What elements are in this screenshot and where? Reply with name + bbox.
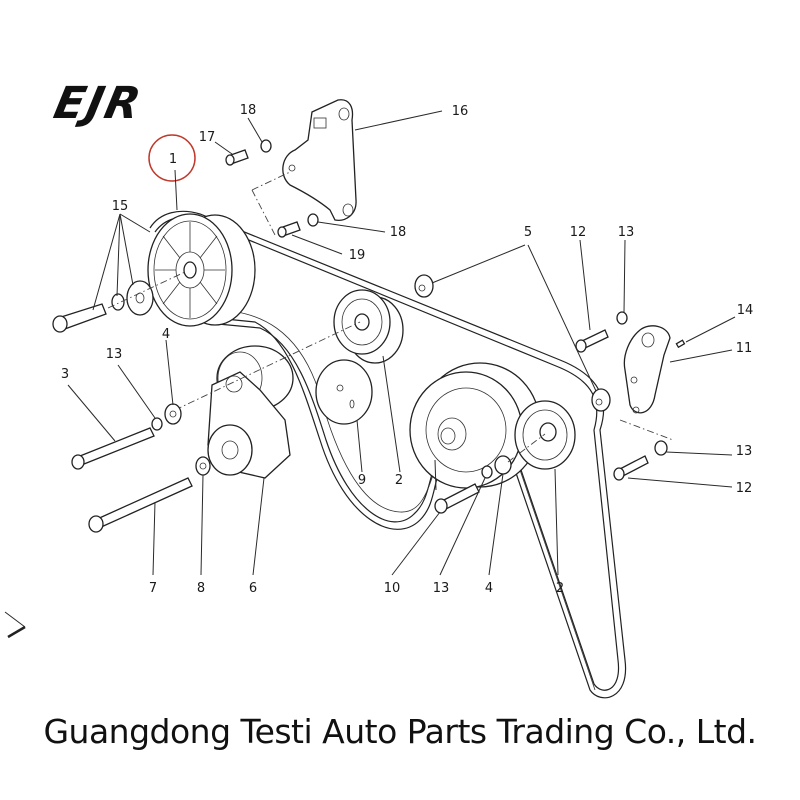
callout-18-bottom: 18 xyxy=(390,225,407,240)
lower-idler-hardware xyxy=(434,433,546,514)
spacers xyxy=(414,274,611,412)
leader-lines xyxy=(67,110,736,576)
callout-3: 3 xyxy=(61,367,69,382)
callout-2-lower: 2 xyxy=(556,581,564,596)
callout-labels: 1 15 17 18 16 18 19 5 12 13 14 11 13 12 … xyxy=(61,103,753,596)
callout-4-left: 4 xyxy=(162,327,170,342)
callout-6: 6 xyxy=(249,581,257,596)
idler-bracket-fasteners xyxy=(575,311,674,481)
belt-tensioner xyxy=(174,321,361,479)
callout-15: 15 xyxy=(112,199,129,214)
idler-pulley-lower xyxy=(514,400,576,470)
part-1-highlight-circle xyxy=(148,134,196,182)
callout-13-bottom: 13 xyxy=(433,581,450,596)
cover-plate xyxy=(315,359,373,425)
callout-11: 11 xyxy=(736,341,753,356)
mounting-bracket xyxy=(282,99,357,221)
company-name-footer: Guangdong Testi Auto Parts Trading Co., … xyxy=(43,712,757,751)
callout-18-top: 18 xyxy=(240,103,257,118)
callout-19: 19 xyxy=(349,248,366,263)
callout-13-left: 13 xyxy=(106,347,123,362)
callout-13-right: 13 xyxy=(736,444,753,459)
callout-4-bottom: 4 xyxy=(485,581,493,596)
callout-17: 17 xyxy=(199,130,216,145)
corner-arrow-mark xyxy=(4,611,26,639)
callout-10: 10 xyxy=(384,581,401,596)
idler-pulley-large xyxy=(147,213,256,327)
tensioner-hardware-upper xyxy=(71,403,182,470)
bracket-fasteners xyxy=(225,139,319,238)
callout-12-top: 12 xyxy=(570,225,587,240)
callout-1: 1 xyxy=(169,152,177,167)
callout-16: 16 xyxy=(452,104,469,119)
callout-12-right: 12 xyxy=(736,481,753,496)
tensioner-hardware-lower xyxy=(88,456,211,533)
callout-8: 8 xyxy=(197,581,205,596)
idler-pulley-upper xyxy=(333,289,404,364)
part-15-hardware xyxy=(52,271,186,333)
callout-7: 7 xyxy=(149,581,157,596)
idler-bracket xyxy=(623,325,686,414)
callout-14: 14 xyxy=(737,303,754,318)
callout-2-upper: 2 xyxy=(395,473,403,488)
callout-13-top: 13 xyxy=(618,225,635,240)
callout-5: 5 xyxy=(524,225,532,240)
callout-9: 9 xyxy=(358,473,366,488)
